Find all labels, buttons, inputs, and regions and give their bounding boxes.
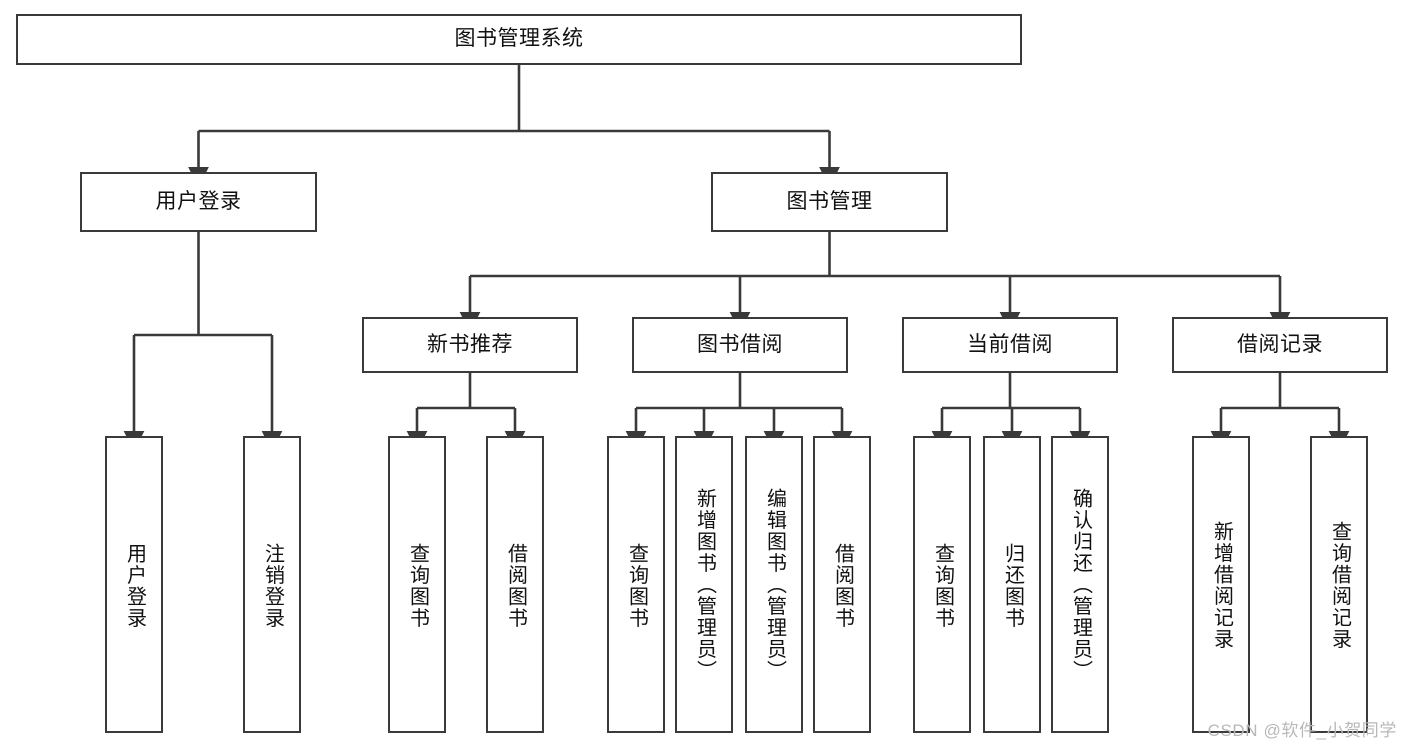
node-leaf-3[interactable]: 查询图书 [388, 436, 446, 733]
node-leaf-7[interactable]: 编辑图书（管理员） [745, 436, 803, 733]
node-leaf-9[interactable]: 查询图书 [913, 436, 971, 733]
node-label: 查询图书 [625, 543, 648, 629]
node-label: 当前借阅 [967, 332, 1053, 356]
node-records[interactable]: 借阅记录 [1172, 317, 1388, 373]
node-login[interactable]: 用户登录 [80, 172, 317, 232]
node-label: 注销登录 [261, 543, 284, 629]
watermark: CSDN @软件_小贺同学 [1207, 721, 1397, 740]
node-current[interactable]: 当前借阅 [902, 317, 1118, 373]
node-leaf-13[interactable]: 查询借阅记录 [1310, 436, 1368, 733]
node-label: 查询图书 [931, 543, 954, 629]
node-label: 图书管理系统 [454, 27, 584, 51]
node-label: 借阅图书 [504, 543, 527, 629]
node-newbook[interactable]: 新书推荐 [362, 317, 578, 373]
node-leaf-12[interactable]: 新增借阅记录 [1192, 436, 1250, 733]
node-label: 确认归还（管理员） [1069, 488, 1092, 682]
node-label: 借阅记录 [1237, 332, 1323, 356]
node-label: 用户登录 [155, 189, 242, 213]
node-label: 用户登录 [123, 543, 146, 629]
node-leaf-4[interactable]: 借阅图书 [486, 436, 544, 733]
node-leaf-10[interactable]: 归还图书 [983, 436, 1041, 733]
node-label: 新增图书（管理员） [693, 488, 716, 682]
node-borrow[interactable]: 图书借阅 [632, 317, 848, 373]
node-leaf-6[interactable]: 新增图书（管理员） [675, 436, 733, 733]
node-label: 图书借阅 [697, 332, 783, 356]
node-label: 图书管理 [786, 189, 873, 213]
node-bookmgmt[interactable]: 图书管理 [711, 172, 948, 232]
node-root[interactable]: 图书管理系统 [16, 14, 1022, 65]
node-label: 查询图书 [406, 543, 429, 629]
node-leaf-5[interactable]: 查询图书 [607, 436, 665, 733]
node-leaf-2[interactable]: 注销登录 [243, 436, 301, 733]
node-label: 借阅图书 [831, 543, 854, 629]
node-label: 编辑图书（管理员） [763, 488, 786, 682]
node-label: 归还图书 [1001, 543, 1024, 629]
node-leaf-11[interactable]: 确认归还（管理员） [1051, 436, 1109, 733]
node-leaf-1[interactable]: 用户登录 [105, 436, 163, 733]
node-leaf-8[interactable]: 借阅图书 [813, 436, 871, 733]
node-label: 新书推荐 [427, 332, 513, 356]
node-label: 查询借阅记录 [1328, 521, 1351, 650]
node-label: 新增借阅记录 [1210, 521, 1233, 650]
